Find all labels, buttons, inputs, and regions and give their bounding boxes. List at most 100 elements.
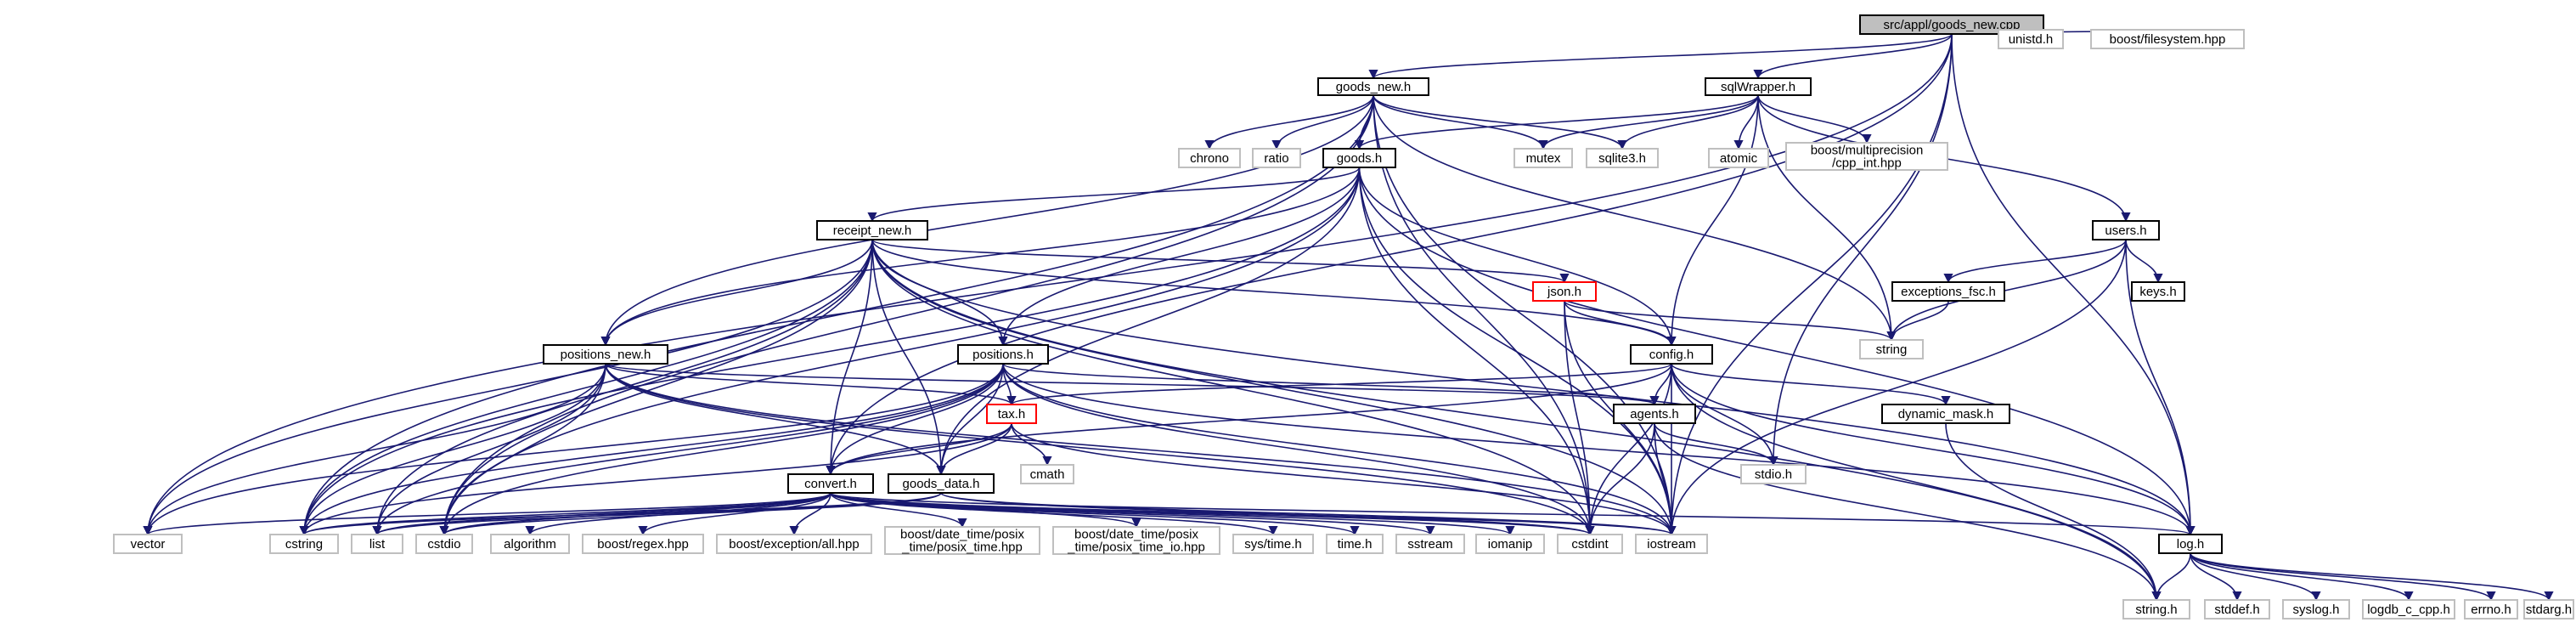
node-keys[interactable]: keys.h <box>2131 281 2185 302</box>
node-label: cmath <box>1030 467 1065 482</box>
edge-config-to-string_h <box>1671 363 2162 602</box>
node-cstdint: cstdint <box>1557 534 1623 554</box>
edge-goods_data-to-cstdio <box>439 492 942 536</box>
node-agents[interactable]: agents.h <box>1613 404 1696 424</box>
edge-positions_new-to-cstring <box>299 363 606 536</box>
node-label: positions.h <box>972 348 1034 362</box>
node-goods-new[interactable]: goods_new.h <box>1317 77 1429 96</box>
node-json[interactable]: json.h <box>1532 281 1597 302</box>
node-mutex: mutex <box>1513 148 1573 168</box>
edge-positions_new-to-tax <box>605 363 1017 406</box>
node-box <box>2158 534 2223 554</box>
edge-users-to-log <box>2125 239 2196 536</box>
edge-sqlwrapper-to-mutex <box>1538 94 1759 150</box>
node-label: src/appl/goods_new.cpp <box>1884 18 2021 32</box>
node-label: goods_data.h <box>903 477 980 491</box>
node-label: sqlite3.h <box>1598 151 1646 166</box>
node-positions-new[interactable]: positions_new.h <box>543 344 668 365</box>
node-label: errno.h <box>2471 603 2511 617</box>
node-label: positions_new.h <box>561 348 651 362</box>
node-boost-posix-io: boost/date_time/posix_time/posix_time_io… <box>1052 526 1220 555</box>
node-sqlwrapper[interactable]: sqlWrapper.h <box>1705 77 1812 96</box>
node-box <box>1475 534 1545 554</box>
node-box <box>2131 281 2185 302</box>
edge-convert-to-boost_exc <box>789 492 831 536</box>
node-tax[interactable]: tax.h <box>986 404 1037 424</box>
node-box <box>1613 404 1696 424</box>
edge-positions-to-cstring <box>299 363 1004 536</box>
node-label: goods.h <box>1337 151 1382 166</box>
edge-receipt_new-to-convert <box>826 239 873 476</box>
node-boost-exc: boost/exception/all.hpp <box>716 534 872 554</box>
edge-goods-to-cstring <box>299 167 1361 536</box>
node-list: list <box>351 534 403 554</box>
node-iomanip: iomanip <box>1475 534 1545 554</box>
node-exceptions-fsc[interactable]: exceptions_fsc.h <box>1891 281 2005 302</box>
edge-log-to-stdarg <box>2190 552 2554 602</box>
edge-config-to-agents <box>1649 363 1672 406</box>
edge-sqlwrapper-to-sqlite3 <box>1617 94 1759 150</box>
node-label: _time/posix_time_io.hpp <box>1067 540 1205 555</box>
edge-config-to-stdio <box>1671 363 1778 467</box>
node-convert[interactable]: convert.h <box>787 473 874 494</box>
node-log[interactable]: log.h <box>2158 534 2223 554</box>
node-box <box>986 404 1037 424</box>
node-syslog: syslog.h <box>2282 599 2350 620</box>
node-goods-data[interactable]: goods_data.h <box>888 473 995 494</box>
edge-goods-to-log <box>1358 167 2196 536</box>
edge-config-to-dynamic_mask <box>1671 363 1951 406</box>
node-box <box>1630 344 1713 365</box>
node-iostream: iostream <box>1635 534 1708 554</box>
node-label: boost/regex.hpp <box>597 537 689 552</box>
edge-agents-to-string_h <box>1654 422 2162 602</box>
node-box <box>543 344 668 365</box>
node-label: ratio <box>1264 151 1288 166</box>
node-box <box>787 473 874 494</box>
node-box <box>1998 29 2064 49</box>
edge-log-to-syslog <box>2190 552 2321 602</box>
node-receipt-new[interactable]: receipt_new.h <box>816 220 928 240</box>
node-sys-time: sys/time.h <box>1232 534 1314 554</box>
edge-receipt_new-to-list <box>372 239 873 536</box>
node-box <box>1052 526 1220 555</box>
node-box <box>1740 464 1807 484</box>
edge-tax-to-convert <box>826 422 1012 476</box>
edge-tax-to-goods_data <box>936 422 1012 476</box>
node-config[interactable]: config.h <box>1630 344 1713 365</box>
node-dynamic-mask[interactable]: dynamic_mask.h <box>1881 404 2010 424</box>
node-box <box>582 534 704 554</box>
edge-goods_new-to-string <box>1373 94 1897 342</box>
node-label: vector <box>131 537 166 552</box>
edge-goods_new-to-positions_new <box>600 94 1374 347</box>
edge-users-to-keys <box>2125 239 2163 284</box>
node-label: boost/multiprecision <box>1811 144 1924 158</box>
edge-config-to-log <box>1671 363 2196 536</box>
edge-goods-to-positions_new <box>600 167 1361 347</box>
node-label: agents.h <box>1630 407 1679 421</box>
node-goods[interactable]: goods.h <box>1322 148 1396 168</box>
node-label: boost/date_time/posix <box>1074 528 1198 542</box>
node-box <box>1178 148 1241 168</box>
node-errno: errno.h <box>2464 599 2518 620</box>
edge-root-to-sqlwrapper <box>1753 33 1953 80</box>
node-logdb: logdb_c_cpp.h <box>2362 599 2455 620</box>
node-box <box>716 534 872 554</box>
edge-root-to-vector <box>143 33 1953 536</box>
edge-receipt_new-to-cstring <box>299 239 873 536</box>
edge-positions_new-to-agents <box>605 363 1660 406</box>
node-sstream: sstream <box>1395 534 1465 554</box>
edge-convert-to-vector <box>143 492 831 536</box>
edge-receipt_new-to-positions_new <box>600 239 873 347</box>
node-users[interactable]: users.h <box>2092 220 2160 240</box>
node-label: cstring <box>285 537 323 552</box>
node-positions[interactable]: positions.h <box>957 344 1049 365</box>
edge-tax-to-cstring <box>299 422 1012 536</box>
edge-goods-to-goods_data <box>936 167 1361 476</box>
node-label: dynamic_mask.h <box>1898 407 1994 421</box>
edge-receipt_new-to-json <box>871 239 1570 284</box>
edge-positions_new-to-list <box>372 363 606 536</box>
node-box <box>1322 148 1396 168</box>
edge-config-to-convert <box>826 363 1672 476</box>
node-cmath: cmath <box>1020 464 1074 484</box>
